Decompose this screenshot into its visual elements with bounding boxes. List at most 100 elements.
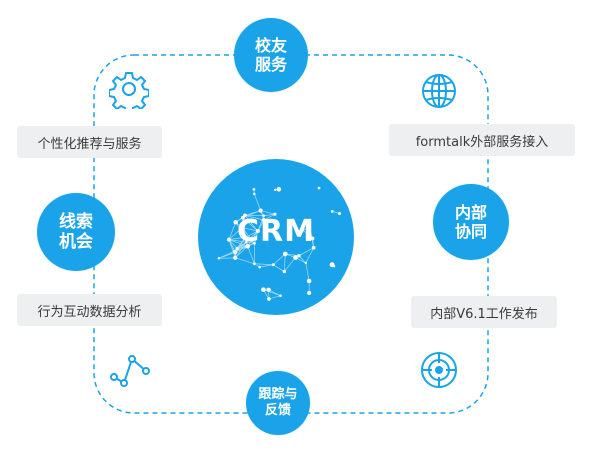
tag-personalized-recommendation: 个性化推荐与服务 — [17, 126, 162, 158]
network-node — [307, 290, 312, 295]
network-link — [228, 239, 238, 249]
network-node — [310, 236, 315, 241]
node-internal-collaboration: 内部 协同 — [433, 184, 509, 260]
node-internal-line1: 内部 — [454, 202, 487, 222]
radar-icon — [421, 352, 457, 388]
network-node — [240, 226, 244, 230]
network-link — [305, 262, 310, 282]
network-link — [244, 215, 259, 232]
network-link — [242, 217, 247, 238]
network-node — [255, 229, 260, 234]
network-node — [252, 262, 256, 266]
network-node — [235, 246, 239, 251]
network-node — [301, 228, 305, 232]
network-node — [240, 215, 245, 220]
network-link — [245, 230, 259, 238]
network-node — [282, 251, 288, 257]
globe-icon — [422, 74, 456, 108]
node-tracking-feedback: 跟踪与 反馈 — [246, 371, 310, 435]
network-link — [228, 227, 243, 240]
network-node — [245, 240, 248, 244]
network-link — [242, 227, 247, 243]
network-link — [242, 227, 255, 244]
network-node — [261, 287, 266, 293]
network-link — [268, 295, 281, 300]
network-node — [261, 218, 266, 223]
network-link — [228, 239, 247, 243]
network-node — [276, 187, 282, 192]
network-node — [297, 253, 301, 258]
network-link — [236, 237, 247, 249]
network-link — [260, 210, 275, 215]
network-node — [273, 188, 277, 192]
network-link — [236, 241, 247, 249]
gear-icon — [109, 72, 149, 109]
network-link — [228, 222, 237, 240]
network-node — [243, 213, 247, 218]
network-node — [245, 243, 250, 249]
network-node — [262, 214, 266, 218]
network-link — [244, 210, 261, 216]
network-link — [257, 215, 264, 232]
node-alumni-service: 校友 服务 — [234, 18, 308, 92]
network-node — [317, 186, 321, 190]
network-node — [279, 294, 282, 298]
network-link — [305, 247, 314, 264]
network-link — [242, 227, 258, 232]
network-node — [226, 237, 231, 242]
network-link — [247, 246, 255, 264]
network-node — [282, 269, 287, 274]
node-tracking-line2: 反馈 — [264, 403, 291, 418]
network-link — [253, 193, 261, 211]
tag-behavior-analysis: 行为互动数据分析 — [17, 294, 162, 326]
network-node — [267, 297, 271, 301]
network-node — [332, 264, 336, 268]
network-link — [273, 253, 286, 266]
network-node — [307, 226, 312, 230]
network-node — [306, 278, 312, 284]
network-node — [271, 263, 275, 267]
network-node — [217, 256, 221, 260]
node-internal-line2: 协同 — [454, 222, 487, 241]
network-link — [273, 264, 285, 272]
network-link — [263, 213, 275, 217]
tag-internal-release: 内部V6.1工作发布 — [411, 296, 557, 328]
network-node — [258, 208, 263, 213]
network-node — [253, 192, 256, 196]
network-link — [242, 215, 246, 228]
network-node — [253, 242, 256, 245]
network-node — [304, 261, 308, 265]
crm-center-circle — [198, 159, 354, 315]
network-link — [218, 251, 236, 259]
node-leads-line2: 机会 — [59, 232, 93, 252]
node-tracking-line1: 跟踪与 — [258, 387, 298, 403]
line-chart-icon — [110, 355, 150, 387]
network-link — [245, 230, 259, 243]
network-node — [311, 245, 316, 250]
node-alumni-line2: 服务 — [254, 55, 287, 74]
network-link — [284, 253, 286, 272]
network-link — [228, 236, 246, 240]
network-link — [302, 229, 313, 239]
network-node — [233, 250, 238, 255]
tag-formtalk-integration: formtalk外部服务接入 — [389, 124, 575, 156]
network-node — [337, 211, 342, 216]
network-link — [244, 215, 265, 221]
network-node — [252, 187, 256, 191]
network-link — [254, 263, 274, 266]
network-node — [243, 235, 248, 240]
network-node — [330, 209, 334, 213]
network-link — [309, 227, 314, 239]
node-leads-line1: 线索 — [59, 211, 93, 232]
network-link — [263, 289, 281, 297]
network-link — [254, 230, 259, 244]
network-node — [273, 212, 277, 216]
node-alumni-line1: 校友 — [254, 35, 287, 55]
network-node — [266, 287, 271, 293]
network-node — [258, 265, 261, 269]
network-node — [233, 219, 238, 225]
network-link — [242, 217, 259, 232]
network-link — [235, 246, 248, 259]
network-link — [284, 257, 296, 272]
